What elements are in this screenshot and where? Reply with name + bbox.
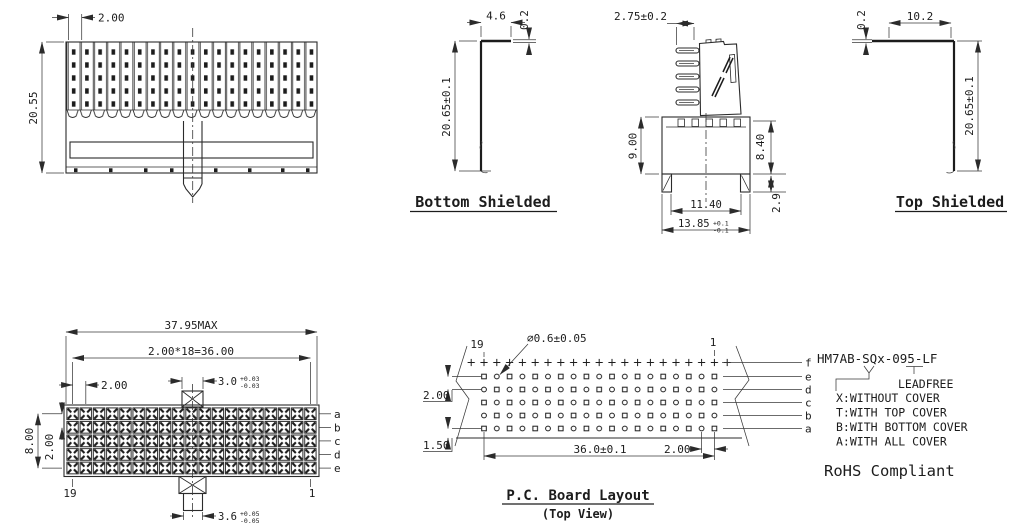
side-view: 2.75±0.2 9.00 8.40 2.9 11.40 13.85	[614, 10, 786, 235]
part-number: HM7AB-SQx-095-LF	[817, 351, 937, 366]
front-view-dimensions: 2.00 20.55	[27, 12, 125, 174]
dim-tab-top-tol-plus: +0.03	[240, 375, 260, 383]
pos-last-label: 1	[309, 487, 316, 500]
row-label-e: e	[334, 462, 341, 475]
part-info: HM7AB-SQx-095-LF LEADFREE X:WITHOUT COVE…	[817, 351, 968, 480]
dim-shield-thickness: 0.2	[518, 10, 531, 30]
pcb-geometry	[454, 345, 802, 447]
pcb-subtitle: (Top View)	[542, 507, 614, 521]
dim-total-width: 2.00*18=36.00	[148, 345, 234, 358]
dim-tab-top: 3.0	[218, 376, 237, 388]
row-label-b: b	[334, 421, 341, 434]
dim-pcb-pitch: 2.00	[664, 443, 691, 456]
dim-shell-height: 8.40	[754, 134, 767, 161]
dim-pitch: 2.00	[98, 12, 125, 25]
dim-shield-width: 4.6	[486, 10, 506, 23]
dim-foot-height: 2.9	[770, 193, 783, 213]
dim-tab-top-tol-minus: -0.03	[240, 382, 260, 390]
dim-pin-length: 2.75±0.2	[614, 10, 667, 23]
dim-col-pitch: 2.00	[101, 379, 128, 392]
option-all-cover: A:WITH ALL COVER	[836, 435, 947, 449]
front-view-geometry	[65, 28, 318, 203]
dim-tab-bottom: 3.6	[218, 511, 237, 523]
dim-pcb-row-pitch: 2.00	[423, 389, 450, 402]
top-shielded-dimensions: 0.2 10.2 20.65±0.1	[852, 10, 982, 172]
pcb-row-label-c: c	[805, 397, 812, 410]
dim-shield-thickness: 0.2	[855, 10, 868, 30]
rohs-label: RoHS Compliant	[824, 462, 955, 480]
top-shielded-geometry	[872, 39, 956, 174]
row-label-d: d	[334, 449, 341, 462]
side-view-geometry	[661, 38, 751, 202]
dim-max-width: 37.95MAX	[165, 319, 218, 332]
top-shielded-view: 0.2 10.2 20.65±0.1 Top Shielded	[852, 10, 1007, 213]
front-view: 2.00 20.55	[27, 12, 318, 203]
dim-row-pitch: 2.00	[43, 434, 56, 461]
option-top-cover: T:WITH TOP COVER	[836, 406, 947, 420]
row-label-c: c	[334, 435, 341, 448]
dim-shield-width: 10.2	[907, 10, 934, 23]
leadfree-label: LEADFREE	[898, 377, 953, 391]
top-view-dimensions: 37.95MAX 2.00*18=36.00 2.00 3.0 +0.03 -0…	[23, 319, 318, 525]
pcb-row-label-e: e	[805, 371, 812, 384]
bottom-shielded-view: 4.6 0.2 20.65±0.1 Bottom Shielded	[410, 10, 557, 213]
top-view-geometry	[63, 384, 331, 517]
bottom-shielded-label: Bottom Shielded	[415, 193, 550, 211]
bottom-shielded-geometry	[479, 39, 511, 174]
dim-pcb-edge: 1.50	[423, 439, 450, 452]
dim-pcb-total: 36.0±0.1	[574, 443, 627, 456]
pcb-layout-view: 19 1 ∅0.6±0.05 2.00 1.50 36.0±0.1 2.00	[423, 332, 812, 521]
dim-shield-height: 20.65±0.1	[440, 77, 453, 137]
dim-outer-tol-plus: +0.1	[713, 220, 729, 228]
side-view-dimensions: 2.75±0.2 9.00 8.40 2.9 11.40 13.85	[614, 10, 786, 235]
top-shielded-label: Top Shielded	[896, 193, 1004, 211]
dim-tab-bottom-tol-minus: -0.05	[240, 517, 260, 525]
dim-shield-height: 20.65±0.1	[963, 76, 976, 136]
pcb-row-label-a: a	[805, 423, 812, 436]
pcb-pos-last: 1	[710, 336, 717, 349]
pcb-row-labels: f e d c b a	[805, 357, 812, 436]
dim-hole-diameter: ∅0.6±0.05	[527, 332, 587, 345]
top-view: 37.95MAX 2.00*18=36.00 2.00 3.0 +0.03 -0…	[23, 319, 341, 525]
dim-inner-width: 11.40	[690, 199, 722, 211]
pcb-row-label-f: f	[805, 357, 812, 370]
pcb-title: P.C. Board Layout	[506, 488, 649, 504]
row-label-a: a	[334, 408, 341, 421]
dim-outer-tol-minus: -0.1	[713, 227, 729, 235]
pcb-row-label-d: d	[805, 384, 812, 397]
dim-height: 20.55	[27, 91, 40, 124]
dim-tab-bottom-tol-plus: +0.05	[240, 510, 260, 518]
pos-first-label: 19	[63, 487, 76, 500]
pcb-row-label-b: b	[805, 410, 812, 423]
pcb-pos-first: 19	[470, 338, 483, 351]
option-without-cover: X:WITHOUT COVER	[836, 391, 940, 405]
pcb-dimensions: 19 1 ∅0.6±0.05 2.00 1.50 36.0±0.1 2.00	[423, 332, 728, 460]
top-view-row-labels: a b c d e	[334, 408, 341, 475]
option-bottom-cover: B:WITH BOTTOM COVER	[836, 420, 968, 434]
dim-row-span: 8.00	[23, 428, 36, 455]
dim-body-height: 9.00	[627, 133, 640, 160]
bottom-shielded-dimensions: 4.6 0.2 20.65±0.1	[440, 10, 536, 172]
dim-outer-width: 13.85	[678, 218, 710, 230]
